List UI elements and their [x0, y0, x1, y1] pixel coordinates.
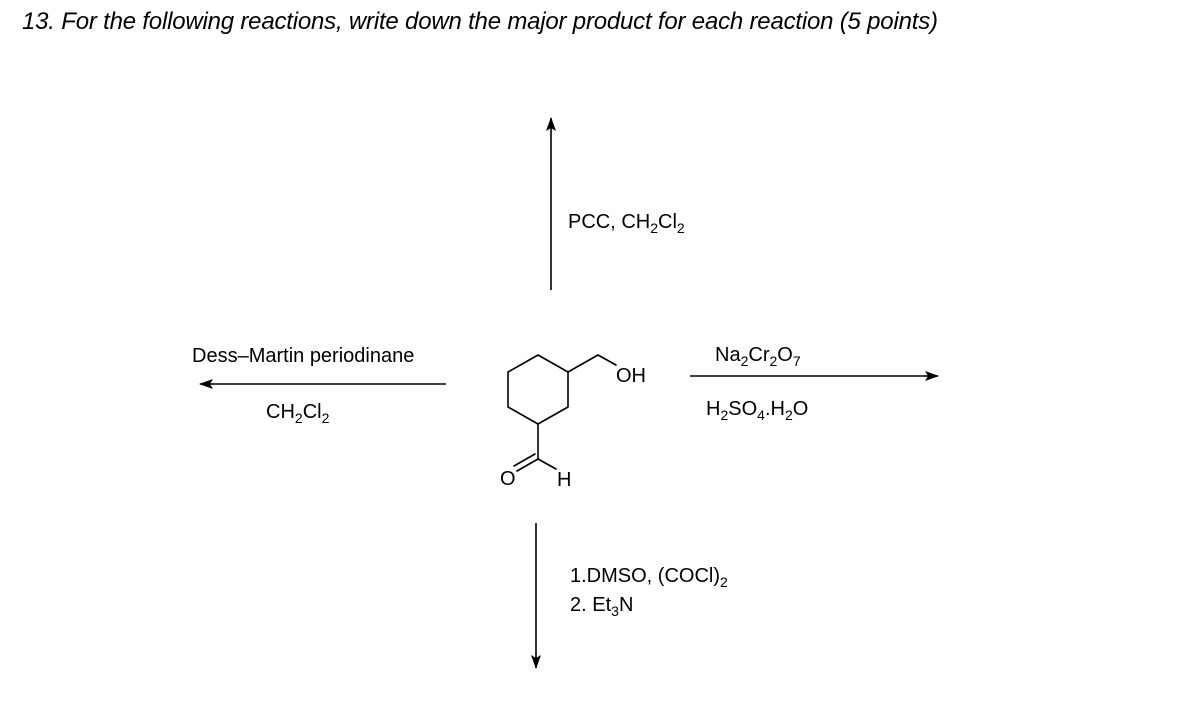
molecule-structure — [507, 354, 617, 472]
reagent-down-step2: 2. Et3N — [570, 594, 634, 619]
bond-c-o-1 — [516, 458, 539, 472]
reagent-up: PCC, CH2Cl2 — [568, 211, 685, 236]
reagent-right-top: Na2Cr2O7 — [715, 344, 801, 369]
o-label: O — [500, 468, 516, 490]
bond-c-h — [537, 458, 557, 470]
h-label: H — [557, 469, 571, 491]
bond-c-oh — [597, 354, 617, 366]
reagent-left-bottom: CH2Cl2 — [266, 401, 330, 426]
oh-label: OH — [616, 365, 646, 387]
reagent-left-top: Dess–Martin periodinane — [192, 345, 415, 367]
bond-c-o-2 — [513, 453, 536, 467]
reagent-down-step1: 1.DMSO, (COCl)2 — [570, 565, 728, 590]
question-title: 13. For the following reactions, write d… — [22, 8, 938, 35]
bond-ch2 — [567, 354, 599, 373]
cyclohexane-ring — [507, 354, 569, 425]
reagent-right-bottom: H2SO4.H2O — [706, 398, 809, 423]
